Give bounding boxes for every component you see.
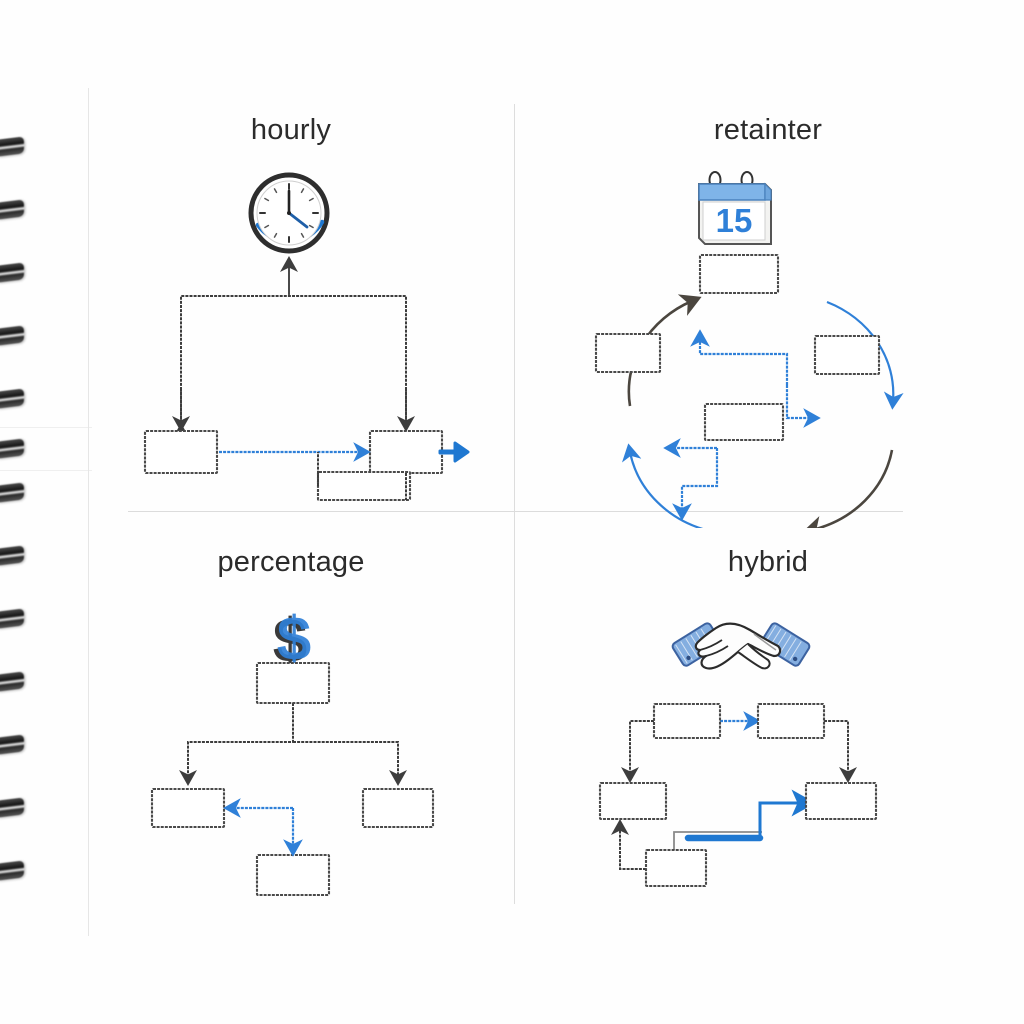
hourly-flow-diagram: [143, 256, 470, 502]
calendar-icon: 15: [698, 171, 772, 245]
handshake-icon: [671, 622, 811, 670]
node-right: [368, 429, 444, 475]
quadrant-hourly: hourly: [0, 88, 512, 528]
clock-icon: [248, 172, 330, 254]
page-margin-line: [88, 88, 89, 936]
hybrid-flow-diagram: [598, 702, 878, 888]
quadrant-percentage: percentage $ $: [0, 520, 512, 960]
output-block-arrow: [438, 441, 470, 463]
quadrant-hybrid: hybrid: [512, 520, 1024, 960]
node-left: [594, 332, 662, 374]
node-top-right: [756, 702, 826, 740]
quadrant-title-percentage: percentage: [217, 546, 365, 578]
node-bottom: [255, 853, 331, 897]
quadrant-retainter: retainter 15: [512, 88, 1024, 528]
quadrant-divider-horizontal: [128, 511, 903, 512]
node-bottom-left: [644, 848, 708, 888]
node-left: [150, 787, 226, 829]
node-bottom: [703, 402, 785, 442]
retainter-cycle-diagram: [594, 253, 904, 528]
calendar-day-number: 15: [716, 202, 753, 239]
node-root: [255, 661, 331, 705]
node-right: [361, 787, 435, 829]
percentage-tree-diagram: [150, 661, 435, 897]
node-mid-right: [804, 781, 878, 821]
node-left: [143, 429, 219, 475]
quadrant-title-hybrid: hybrid: [727, 546, 809, 578]
page-fold-line: [0, 470, 92, 471]
quadrant-divider-vertical: [514, 104, 515, 904]
page-fold-line: [0, 427, 92, 428]
node-top: [698, 253, 780, 295]
quadrant-title-retainter: retainter: [713, 114, 823, 146]
node-right: [813, 334, 881, 376]
node-top-left: [652, 702, 722, 740]
node-bottom: [316, 470, 412, 502]
quadrant-title-hourly: hourly: [250, 114, 332, 146]
node-mid-left: [598, 781, 668, 821]
